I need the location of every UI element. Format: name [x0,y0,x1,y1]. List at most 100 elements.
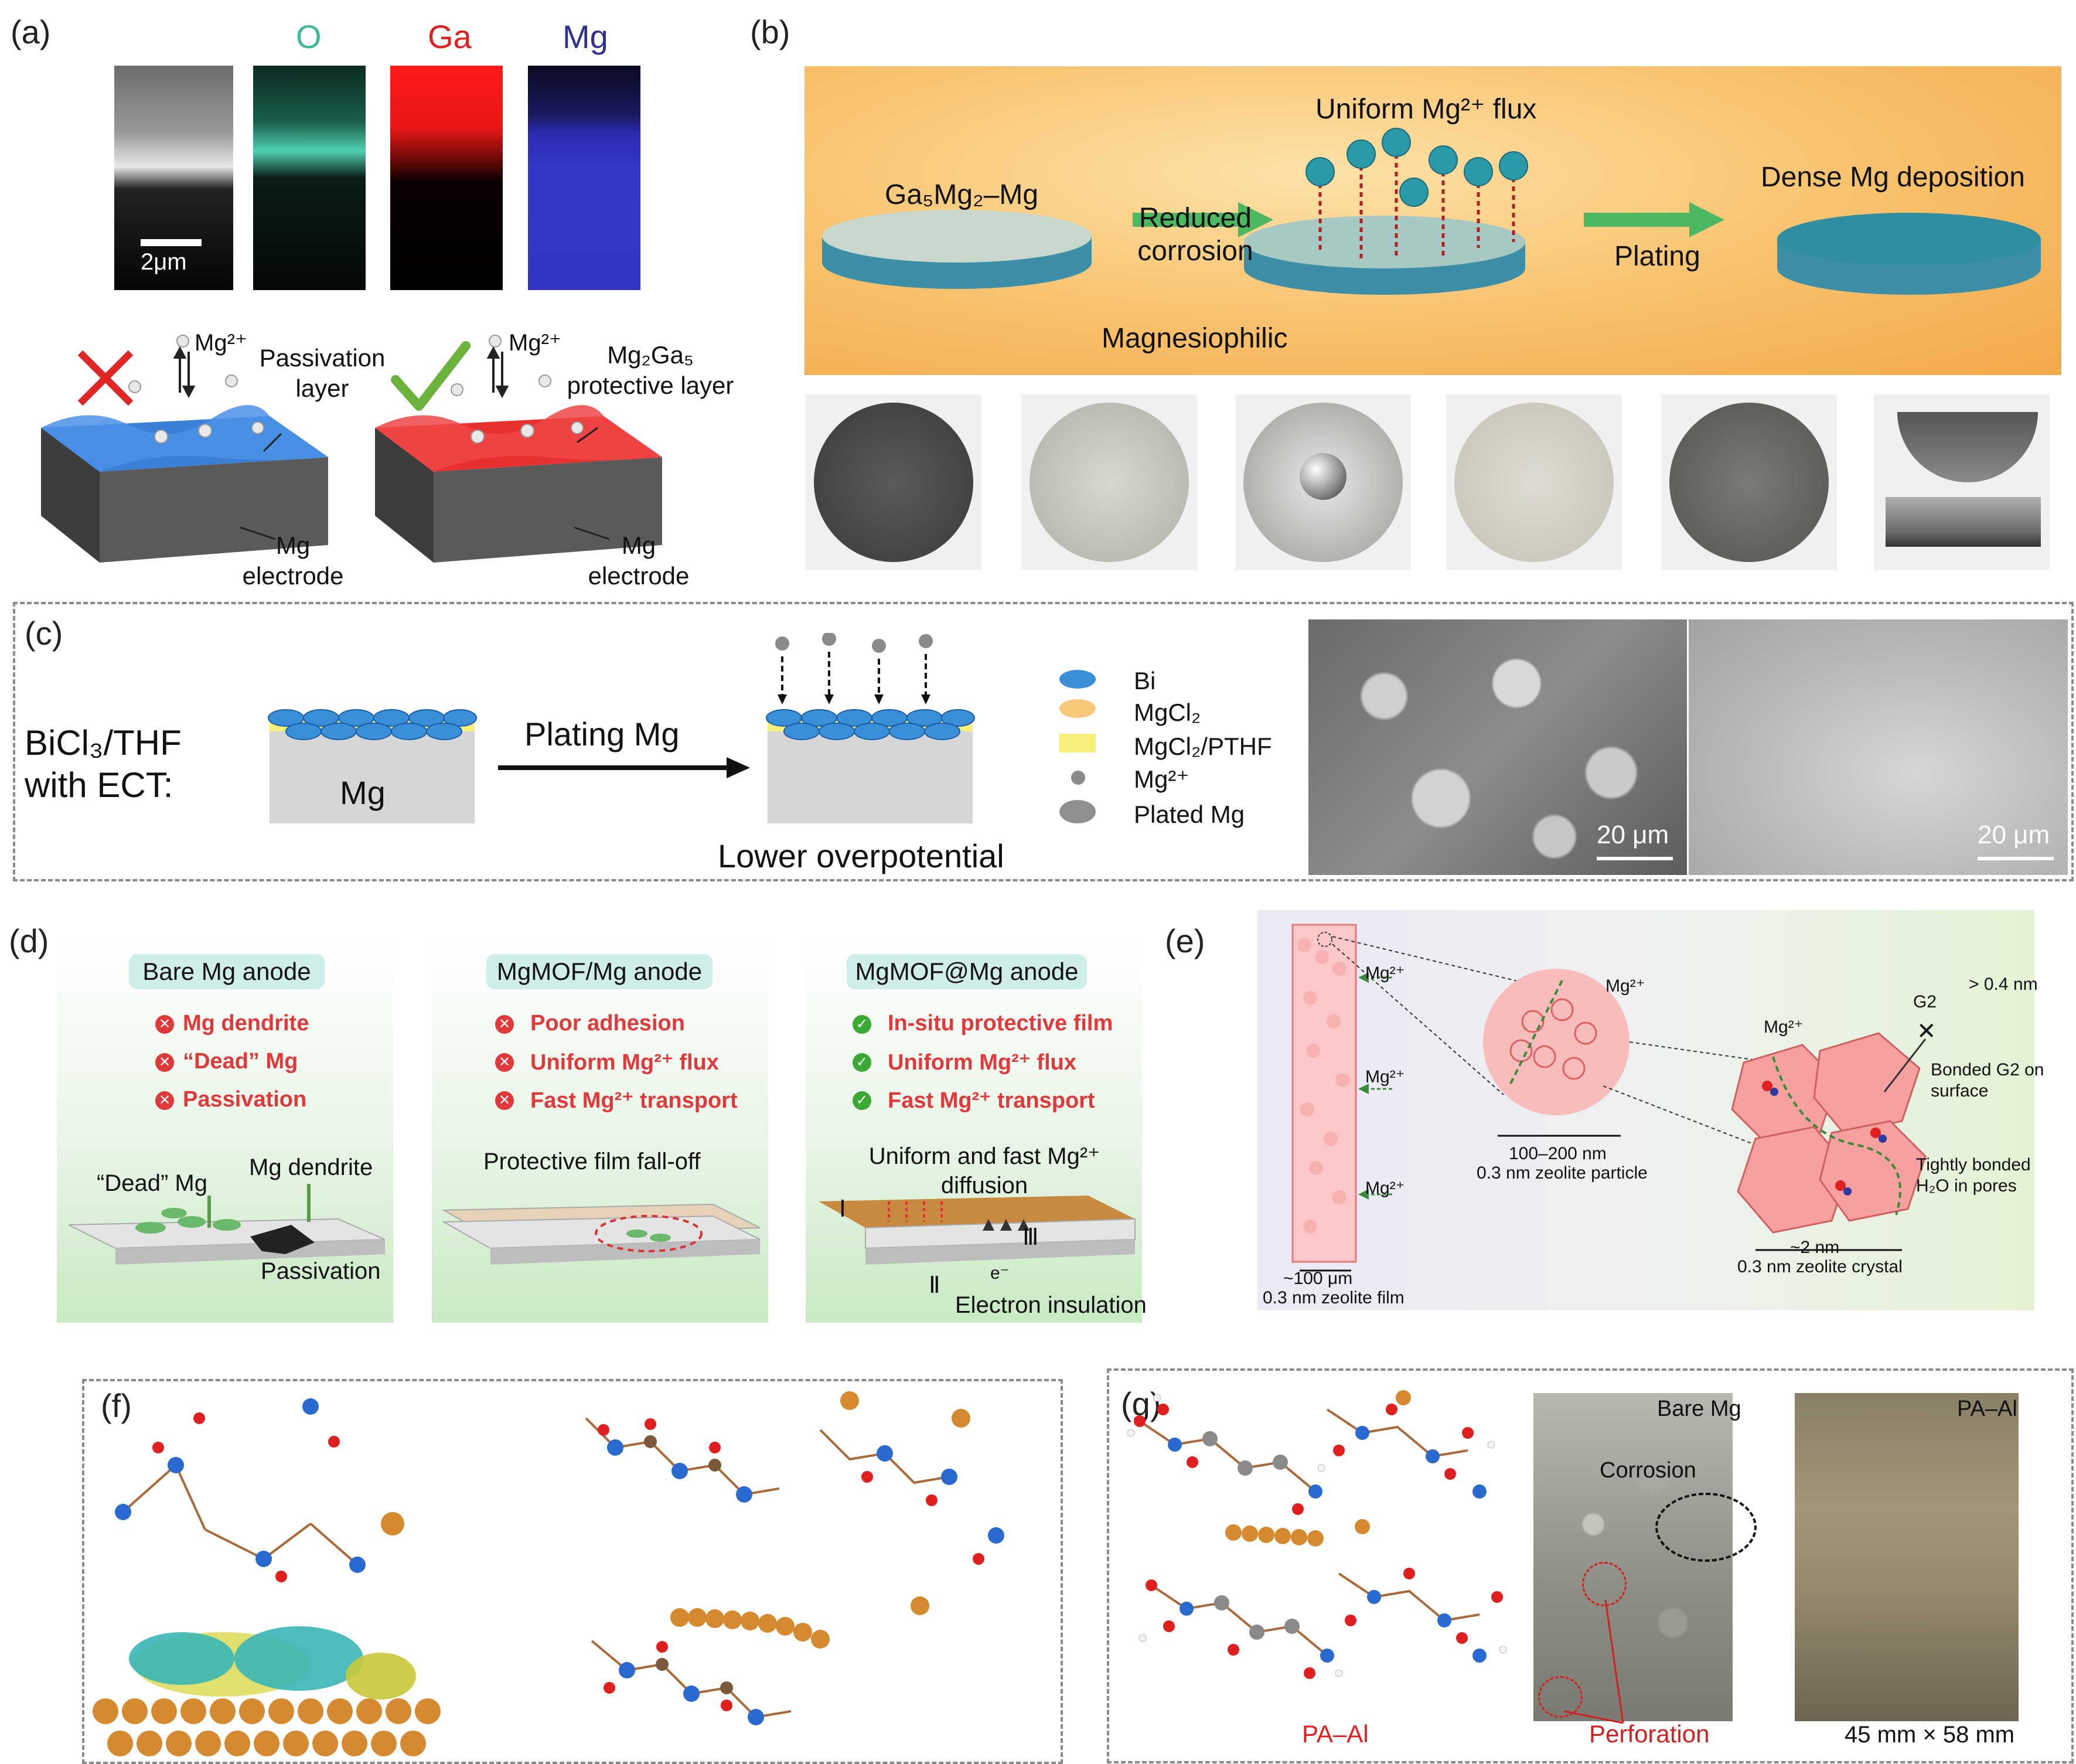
legend-bi-swatch [1059,670,1096,689]
scale-bar-smooth-label: 20 μm [1978,820,2050,849]
panel-a-schematic [41,335,662,563]
bad-icon: ✕ [155,1091,174,1110]
crystal-size-label: ~2 nm [1790,1238,1840,1257]
right-ion-label: Mg²⁺ [509,330,561,356]
eds-map-o [253,66,366,290]
right-electrode-label: Mg electrode [588,532,690,590]
feature-uniform-flux: Uniform Mg²⁺ flux [530,1050,719,1075]
note-dendrite: Mg dendrite [249,1155,373,1180]
region-marker-3: Ⅲ [1022,1224,1039,1250]
perforation-label: Perforation [1589,1720,1710,1748]
mgmof-mg-title: MgMOF/Mg anode [486,954,713,989]
bad-icon: ✕ [495,1015,514,1034]
pa-al-structure [1127,1390,1507,1679]
panel-d-label: (d) [9,922,49,959]
map-label-ga: Ga [428,18,472,55]
legend-mgcl2-pthf-swatch [1059,734,1096,752]
plating-schematic [822,128,2041,295]
legend-mgcl2-label: MgCl₂ [1134,699,1201,726]
film-ion-label-2: Mg²⁺ [1365,1067,1405,1087]
scale-bar-rough-label: 20 μm [1597,820,1669,849]
left-ion-label: Mg²⁺ [195,330,247,356]
note-passivation: Passivation [261,1258,381,1284]
disc-photo-5 [1661,394,1837,570]
panel-e-label: (e) [1165,922,1205,959]
disc-photo-6 [1874,394,2050,570]
film-ion-label-1: Mg²⁺ [1365,963,1405,983]
pa-al-photo [1795,1393,2019,1721]
anode-illustrations [68,1184,1136,1265]
disc-photo-4 [1446,394,1622,570]
panel-g-frame [1107,1368,2074,1763]
disc-photo-2 [1021,394,1197,570]
perforation-pointer [1564,1599,1624,1724]
left-electrode-label: Mg electrode [242,532,344,590]
issue-passivation: Passivation [183,1087,307,1112]
bonded-water-label: Tightly bonded H₂O in pores [1916,1155,2031,1196]
cross-icon [73,346,138,410]
panel-c-frame [13,602,2074,881]
good-icon: ✓ [853,1091,871,1110]
good-icon: ✓ [853,1053,871,1072]
legend-mg-ion-label: Mg²⁺ [1134,765,1189,793]
recipe-label: BiCl₃/THF with ECT: [25,723,182,805]
eds-map-mg [528,66,640,290]
pa-al-molecule-label: PA–Al [1302,1720,1369,1748]
note-uniform-diffusion: Uniform and fast Mg²⁺ diffusion [868,1143,1100,1198]
uniform-flux-label: Uniform Mg²⁺ flux [1315,94,1537,125]
legend-plated-mg-label: Plated Mg [1134,801,1245,828]
disc-photo-1 [806,394,981,570]
reduced-corrosion-label: Reduced corrosion [1137,203,1253,267]
legend-mg-ion-swatch [1071,771,1085,785]
note-electron-insulation: Electron insulation [955,1292,1147,1318]
g2-gap-label: > 0.4 nm [1969,975,2038,994]
legend-mgcl2-swatch [1059,699,1096,718]
plating-label: Plating [1614,241,1700,272]
sem-cross-section-image [114,66,233,290]
panel-c-label: (c) [25,615,63,652]
bad-icon: ✕ [495,1053,514,1072]
zeolite-diagram: ✕ [1291,924,1937,1272]
issue-adhesion: Poor adhesion [530,1011,685,1036]
feature-protective-film: In-situ protective film [888,1011,1113,1036]
pa-al-photo-label: PA–Al [1957,1397,2017,1421]
g2-label: G2 [1913,992,1937,1012]
check-icon [390,339,472,415]
perforation-highlight [1582,1562,1627,1606]
legend-bi-label: Bi [1134,667,1156,694]
crystal-ion-label: Mg²⁺ [1764,1017,1804,1037]
passivation-layer-label: Passivation layer [259,344,386,402]
region-marker-1: Ⅰ [839,1196,846,1222]
sem-image-smooth [1689,619,2068,875]
particle-ion-label: Mg²⁺ [1605,976,1645,996]
legend-plated-mg-swatch [1059,800,1096,823]
panel-a-label: (a) [11,13,51,50]
bare-mg-title: Bare Mg anode [129,954,325,989]
bare-mg-photo-label: Bare Mg [1657,1397,1741,1421]
mgmof-at-mg-title: MgMOF@Mg anode [847,954,1087,989]
feature-fast-transport: Fast Mg²⁺ transport [530,1088,738,1113]
bad-icon: ✕ [155,1053,174,1072]
sample-size-label: 45 mm × 58 mm [1845,1722,2015,1748]
film-size-label: ~100 μm [1283,1269,1353,1288]
map-label-mg: Mg [563,18,608,55]
lower-overpotential-label: Lower overpotential [718,837,1004,874]
map-label-o: O [296,18,322,55]
legend-mgcl2-pthf-label: MgCl₂/PTHF [1134,733,1272,760]
region-marker-2: Ⅱ [929,1272,940,1298]
scale-bar-rough [1597,857,1673,860]
film-ion-label-3: Mg²⁺ [1365,1179,1405,1198]
crystal-name-label: 0.3 nm zeolite crystal [1737,1257,1903,1276]
feature-uniform-flux: Uniform Mg²⁺ flux [888,1050,1076,1075]
particle-size-label: 100–200 nm [1509,1144,1607,1163]
corrosion-label: Corrosion [1600,1458,1696,1483]
feature-fast-transport: Fast Mg²⁺ transport [888,1088,1095,1113]
particle-name-label: 0.3 nm zeolite particle [1477,1163,1648,1183]
eds-map-ga [390,66,503,290]
corrosion-highlight [1655,1493,1757,1562]
sem-image-rough [1308,619,1687,875]
plating-mg-diagram [268,633,975,823]
substrate-mg-label: Mg [340,774,386,811]
scale-bar [141,239,202,246]
panel-b-label: (b) [750,13,790,50]
